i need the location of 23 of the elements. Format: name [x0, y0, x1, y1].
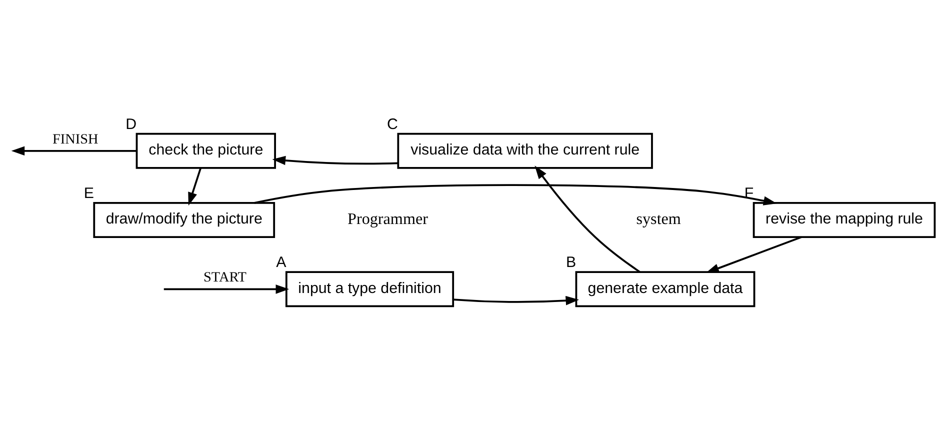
arrow — [254, 184, 777, 206]
label: system — [636, 210, 681, 228]
arrow — [272, 156, 398, 166]
arrow — [453, 296, 580, 306]
arrow — [188, 168, 202, 206]
label: Programmer — [348, 210, 428, 228]
edge-label: START — [204, 270, 246, 286]
edge-label: FINISH — [52, 131, 98, 148]
arrow — [706, 236, 802, 274]
node-box: check the picture — [136, 132, 276, 169]
node-box: revise the mapping rule — [752, 202, 936, 238]
arrow — [11, 146, 137, 156]
node-box: draw/modify the picture — [93, 202, 276, 238]
node-box: input a type definition — [285, 271, 454, 308]
node-label: B — [566, 254, 576, 272]
arrow — [534, 166, 640, 273]
node-box: generate example data — [575, 271, 756, 308]
node-label: E — [84, 185, 94, 202]
node-label: C — [387, 116, 398, 133]
node-label: A — [276, 254, 286, 272]
node-box: visualize data with the current rule — [397, 132, 653, 169]
node-label: D — [126, 116, 137, 133]
arrow — [164, 284, 290, 294]
